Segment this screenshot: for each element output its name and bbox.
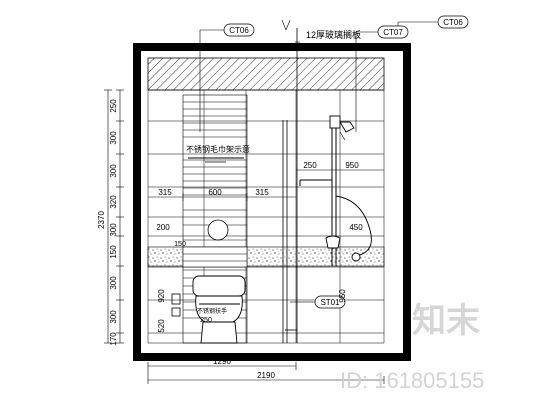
fixture-note: 不锈钢扶手 xyxy=(197,307,227,315)
tag-st01-box xyxy=(314,295,346,309)
dim-left-1: 300 xyxy=(109,131,118,145)
bottom-dimension-chain xyxy=(147,362,385,384)
shower-partition xyxy=(282,28,298,343)
watermark-brand: 知末 xyxy=(412,302,480,340)
toilet-icon xyxy=(192,275,246,344)
watermark-id: ID: 161805155 xyxy=(340,368,484,393)
round-fixture-icon xyxy=(207,219,229,241)
callout-leaders xyxy=(199,19,438,303)
dim-left-7: 300 xyxy=(109,310,118,324)
dim-left-2: 300 xyxy=(109,164,118,178)
tag-ct08-box xyxy=(437,15,469,29)
tag-ct06-box xyxy=(223,23,255,37)
ceiling-hatch xyxy=(147,57,385,91)
dim-315-right: 315 xyxy=(255,188,269,197)
panel-over-band xyxy=(182,246,248,268)
dim-left-4: 300 xyxy=(109,223,118,237)
dim-450: 450 xyxy=(349,223,363,232)
dim-left-0: 250 xyxy=(109,99,118,113)
dim-950: 950 xyxy=(345,161,359,170)
tag-ct07-box xyxy=(377,25,409,39)
ceiling-note: 12厚玻璃搁板 xyxy=(306,29,361,40)
dim-200: 200 xyxy=(156,223,170,232)
dim-bottom-1290: 1290 xyxy=(213,357,231,366)
towel-rack-note: 不锈钢毛巾架示意 xyxy=(186,144,250,154)
tag-ct07: CT07 xyxy=(383,28,403,37)
dim-250-small: 250 xyxy=(200,317,212,324)
paper-holder-icon xyxy=(171,293,181,317)
dim-315-left: 315 xyxy=(158,188,172,197)
dim-left-3: 320 xyxy=(109,195,118,209)
tag-st01: ST01 xyxy=(320,298,340,307)
dim-bottom-total: 2190 xyxy=(257,371,275,380)
shower-hose xyxy=(335,195,372,257)
wall-frame xyxy=(133,43,411,361)
dim-150: 150 xyxy=(174,241,186,248)
towel-rack xyxy=(188,157,244,163)
tag-ct06: CT06 xyxy=(229,26,249,35)
dim-left-8: 170 xyxy=(109,332,118,346)
dim-600: 600 xyxy=(208,188,222,197)
dim-left-5: 150 xyxy=(109,245,118,259)
dim-950-vertical: 950 xyxy=(338,289,347,303)
tag-ct08: CT06 xyxy=(443,18,463,27)
left-dimension-chain xyxy=(104,89,124,344)
dim-920: 920 xyxy=(157,289,166,303)
shower-valve-icon xyxy=(325,235,361,262)
dim-total-height: 2370 xyxy=(97,211,106,229)
interior-dimension-h xyxy=(148,169,384,201)
shower-head-icon xyxy=(329,115,355,141)
dim-left-6: 300 xyxy=(109,276,118,290)
dim-250-top: 250 xyxy=(303,161,317,170)
dim-520: 520 xyxy=(157,319,166,333)
